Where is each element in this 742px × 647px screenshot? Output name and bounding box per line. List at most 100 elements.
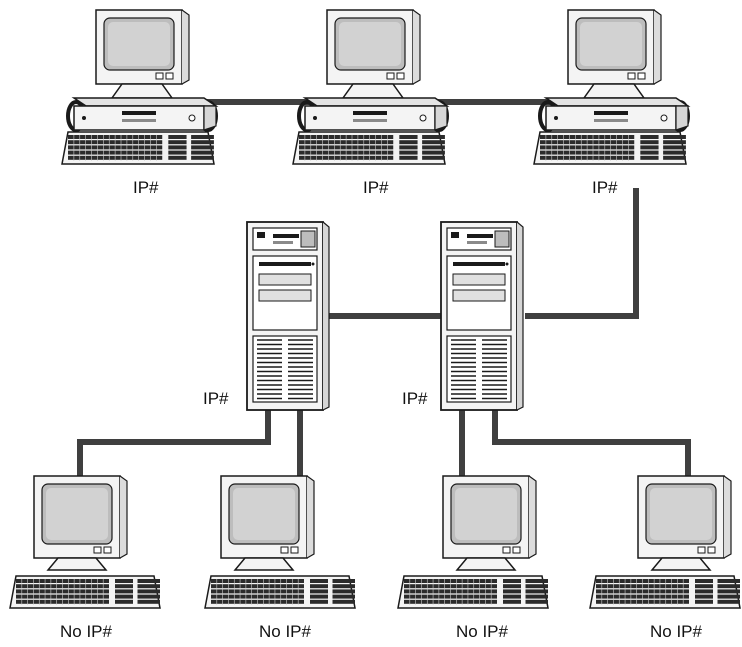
keyboard-numpad bbox=[191, 150, 214, 155]
server-power-switch bbox=[257, 232, 265, 238]
keyboard-numpad bbox=[137, 579, 160, 583]
power-button bbox=[188, 114, 196, 122]
monitor-control-button bbox=[93, 546, 102, 554]
keyboard-numpad bbox=[663, 150, 686, 155]
keyboard-numpad bbox=[332, 594, 355, 599]
keyboard-numpad bbox=[717, 579, 740, 583]
server-drive-bay bbox=[258, 273, 312, 286]
floppy-drive-slot bbox=[122, 111, 156, 115]
status-light bbox=[554, 116, 558, 120]
keyboard-numpad bbox=[422, 150, 445, 155]
workstation-center bbox=[292, 9, 450, 165]
monitor-stand bbox=[650, 557, 712, 571]
keyboard-numpad bbox=[422, 135, 445, 139]
server-vent-panel bbox=[252, 335, 318, 403]
keyboard-numpad bbox=[717, 599, 740, 604]
client-3-no-ip-label: No IP# bbox=[456, 622, 508, 641]
monitor-side bbox=[653, 9, 662, 85]
desktop-case-top bbox=[302, 97, 450, 107]
keyboard-arrow-keys bbox=[640, 155, 659, 160]
keyboard-arrow-keys bbox=[640, 145, 659, 150]
keyboard-numpad bbox=[525, 599, 548, 604]
server-right bbox=[440, 221, 524, 411]
monitor-screen-glare bbox=[455, 488, 517, 540]
keyboard-numpad bbox=[717, 594, 740, 599]
keyboard-numpad bbox=[663, 140, 686, 145]
workstation-right-ip-label: IP# bbox=[592, 178, 618, 197]
keyboard-numpad bbox=[525, 594, 548, 599]
monitor-side bbox=[306, 475, 315, 559]
keyboard-arrow-keys bbox=[640, 140, 659, 145]
keyboard-arrow-keys bbox=[115, 589, 133, 594]
workstation-right bbox=[533, 9, 691, 165]
keyboard-arrow-keys bbox=[503, 579, 521, 583]
power-button bbox=[660, 114, 668, 122]
desktop-case-top bbox=[71, 97, 219, 107]
server-power-switch bbox=[451, 232, 459, 238]
monitor-side bbox=[181, 9, 190, 85]
server-drive-bay bbox=[452, 273, 506, 286]
monitor-control-button bbox=[502, 546, 511, 554]
keyboard-numpad bbox=[717, 584, 740, 589]
keyboard-arrow-keys bbox=[503, 599, 521, 604]
drive-bay bbox=[122, 119, 156, 122]
desktop-case-front bbox=[545, 105, 677, 131]
client-2-no-ip-label: No IP# bbox=[259, 622, 311, 641]
keyboard-arrow-keys bbox=[399, 140, 418, 145]
keyboard-arrow-keys bbox=[310, 599, 328, 604]
keyboard-numpad bbox=[663, 155, 686, 160]
network-cables bbox=[77, 99, 691, 480]
keyboard-numpad bbox=[717, 589, 740, 594]
monitor-side bbox=[528, 475, 537, 559]
keyboard-numpad bbox=[525, 584, 548, 589]
server-chassis-side bbox=[516, 221, 524, 411]
server-display-strip bbox=[467, 234, 493, 238]
monitor-side bbox=[119, 475, 128, 559]
keyboard-arrow-keys bbox=[115, 594, 133, 599]
keyboard-numpad bbox=[137, 584, 160, 589]
keyboard-arrow-keys bbox=[695, 579, 713, 583]
monitor-control-button bbox=[280, 546, 289, 554]
keyboard-arrow-keys bbox=[399, 150, 418, 155]
monitor-stand bbox=[46, 557, 108, 571]
keyboard-numpad bbox=[191, 140, 214, 145]
keyboard-numpad bbox=[137, 599, 160, 604]
monitor-power-button bbox=[512, 546, 521, 554]
keyboard-numpad bbox=[191, 135, 214, 139]
server-display-strip bbox=[273, 234, 299, 238]
monitor-control-button bbox=[627, 72, 636, 80]
server-vent-panel bbox=[446, 335, 512, 403]
keyboard-arrow-keys bbox=[503, 594, 521, 599]
server-chassis-side bbox=[322, 221, 330, 411]
keyboard-arrow-keys bbox=[168, 150, 187, 155]
workstation-left-ip-label: IP# bbox=[133, 178, 159, 197]
keyboard-arrow-keys bbox=[168, 140, 187, 145]
server-drive-bay bbox=[258, 289, 312, 302]
client-4-no-ip-label: No IP# bbox=[650, 622, 702, 641]
client-1-no-ip-label: No IP# bbox=[60, 622, 112, 641]
network-devices bbox=[9, 9, 741, 609]
floppy-drive-slot bbox=[594, 111, 628, 115]
keyboard-numpad bbox=[332, 579, 355, 583]
server-status-bar bbox=[467, 241, 487, 244]
cable-server-left-client-1 bbox=[77, 410, 271, 478]
keyboard-arrow-keys bbox=[695, 594, 713, 599]
desktop-case-side bbox=[203, 105, 217, 131]
status-light bbox=[313, 116, 317, 120]
monitor-power-button bbox=[637, 72, 646, 80]
monitor-screen-glare bbox=[650, 488, 712, 540]
keyboard-arrow-keys bbox=[168, 145, 187, 150]
power-button bbox=[419, 114, 427, 122]
monitor-screen-glare bbox=[339, 22, 401, 66]
server-lcd bbox=[494, 230, 510, 248]
server-left bbox=[246, 221, 330, 411]
keyboard-numpad bbox=[191, 145, 214, 150]
keyboard-numpad bbox=[663, 135, 686, 139]
keyboard-arrow-keys bbox=[115, 584, 133, 589]
monitor-control-button bbox=[155, 72, 164, 80]
workstation-left bbox=[61, 9, 219, 165]
keyboard-numpad bbox=[525, 589, 548, 594]
monitor-control-button bbox=[697, 546, 706, 554]
